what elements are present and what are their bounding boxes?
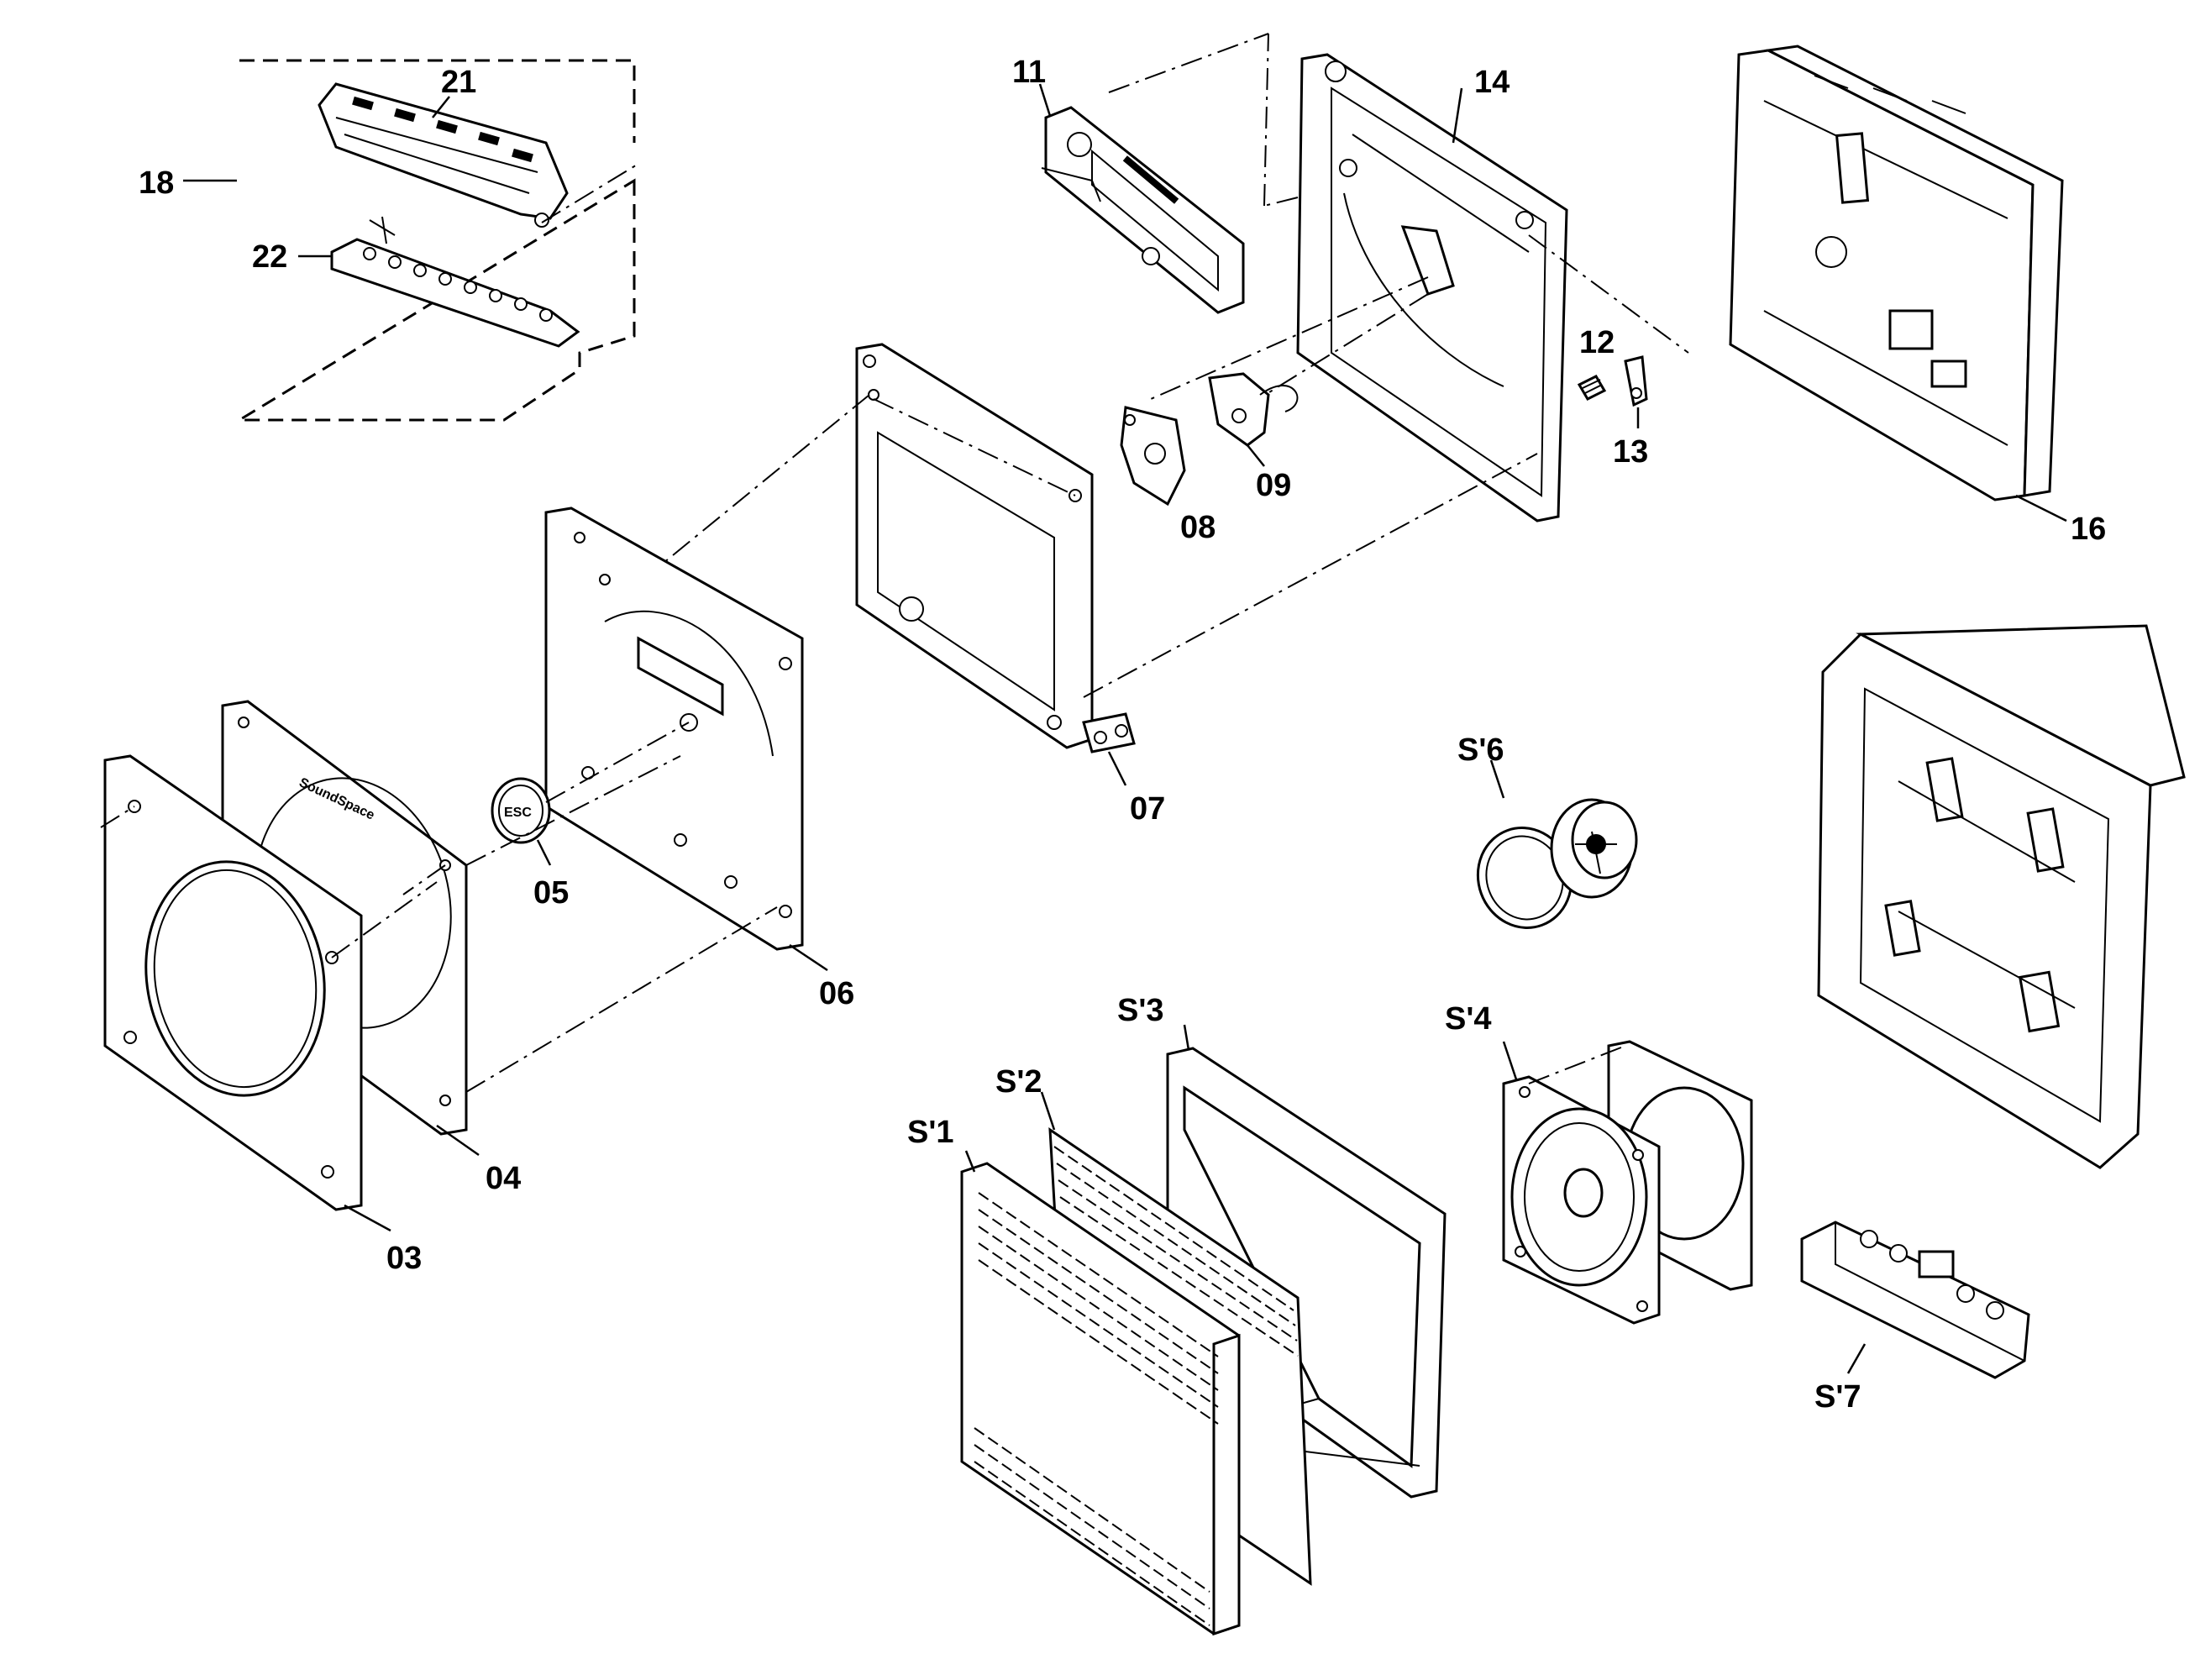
part-05-knob: ESC 05: [491, 777, 569, 911]
part-s4-woofer: S'4: [1445, 1001, 1753, 1325]
knob-marking: ESC: [504, 806, 532, 820]
part-s3-grille-frame: S'3: [1117, 993, 1447, 1499]
part-03-front-panel: 03: [103, 754, 422, 1276]
label-22: 22: [252, 239, 287, 275]
label-08: 08: [1180, 510, 1216, 545]
part-07-chassis: 07: [855, 343, 1165, 827]
part-22-rubber-keymat: [330, 216, 580, 348]
label-05: 05: [533, 875, 569, 911]
label-12: 12: [1579, 325, 1615, 360]
part-12-screw: 12: [1577, 325, 1615, 401]
assembly-18: 18 22 21: [139, 59, 639, 422]
label-06: 06: [819, 976, 854, 1011]
part-14-front-frame: 14: [1296, 53, 1568, 522]
label-16: 16: [2071, 512, 2106, 547]
part-16-rear-cabinet: 16: [1729, 45, 2106, 547]
part-21-keypad-cover: [318, 82, 569, 228]
label-09: 09: [1256, 468, 1291, 503]
label-14: 14: [1474, 65, 1510, 100]
label-s3: S'3: [1117, 993, 1164, 1028]
part-06-main-pcb: 06: [544, 507, 854, 1011]
part-13-clip: 13: [1613, 355, 1648, 470]
label-07: 07: [1130, 791, 1165, 827]
label-03: 03: [386, 1241, 422, 1276]
label-s2: S'2: [995, 1064, 1042, 1100]
part-09-bracket: 09: [1208, 372, 1299, 503]
part-08-bracket: 08: [1120, 406, 1216, 545]
part-11-display-pcb: 11: [1012, 55, 1245, 314]
part-s6-tweeter: S'6: [1457, 732, 1638, 929]
label-s7: S'7: [1814, 1379, 1861, 1415]
part-s7-terminal-block: S'7: [1800, 1221, 2030, 1415]
label-11: 11: [1012, 55, 1046, 90]
label-18: 18: [139, 165, 174, 201]
label-s6: S'6: [1457, 732, 1504, 768]
label-21: 21: [441, 65, 476, 100]
label-04: 04: [486, 1161, 521, 1196]
label-s1: S'1: [907, 1115, 954, 1150]
front-cabinet: [1817, 624, 2186, 1169]
label-13: 13: [1613, 434, 1648, 470]
part-s1-front-grille: S'1: [907, 1115, 1241, 1636]
label-s4: S'4: [1445, 1001, 1492, 1037]
